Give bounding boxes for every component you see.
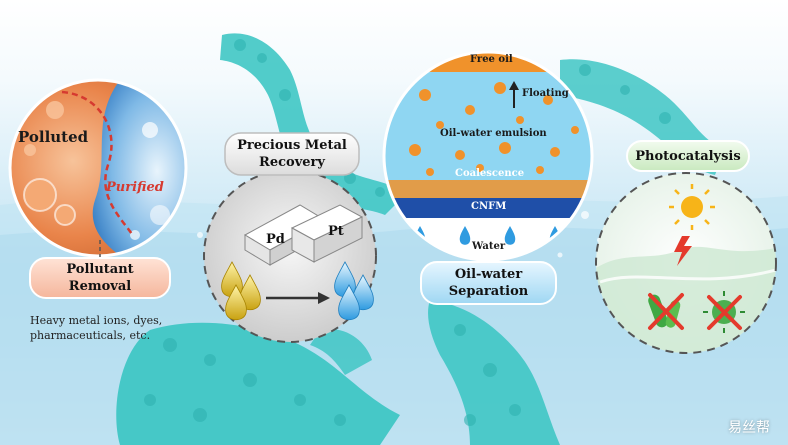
free-oil-label: Free oil xyxy=(470,54,513,65)
photocatalysis-title: Photocatalysis xyxy=(635,148,741,164)
pill-shapes xyxy=(29,132,750,305)
pollutant-title-line1: Pollutant xyxy=(66,262,134,277)
cross-mark-icon xyxy=(648,293,742,330)
polluted-label: Polluted xyxy=(18,128,89,146)
fiber-beads xyxy=(144,39,705,426)
arrow-right-icon xyxy=(266,292,330,304)
pt-label: Pt xyxy=(328,224,344,239)
precious-title-line2: Recovery xyxy=(259,155,325,170)
oilwater-title-line2: Separation xyxy=(448,284,529,299)
water-label: Water xyxy=(472,241,506,252)
gold-droplets-icon xyxy=(221,261,261,321)
photocatalysis-label: Photocatalysis xyxy=(627,141,749,171)
precious-title-line1: Precious Metal xyxy=(237,138,347,153)
oil-water-circle xyxy=(382,50,594,262)
water-droplets-icon xyxy=(334,261,374,321)
photocatalysis-circle xyxy=(595,172,777,354)
pollutant-title-line2: Removal xyxy=(68,279,132,294)
coalescence-label: Coalescence xyxy=(455,168,525,179)
cnfm-label: CNFM xyxy=(471,201,507,212)
emulsion-label: Oil-water emulsion xyxy=(440,128,547,139)
examples-line2: pharmaceuticals, etc. xyxy=(30,329,151,342)
floating-arrow-icon xyxy=(509,81,519,108)
precious-metal-label: Precious Metal Recovery xyxy=(225,133,359,175)
floating-label: Floating xyxy=(522,88,569,99)
precious-metal-circle xyxy=(203,169,377,343)
oilwater-title-line1: Oil-water xyxy=(454,267,523,282)
oil-water-separation-label: Oil-water Separation xyxy=(421,262,556,304)
lightning-icon xyxy=(674,236,692,266)
watermark: 易丝帮 xyxy=(728,420,770,436)
pollutant-removal-label: Pollutant Removal xyxy=(30,258,170,298)
purified-label: Purified xyxy=(106,180,164,195)
pt-ingot xyxy=(290,204,364,263)
pd-label: Pd xyxy=(266,232,285,247)
bacteria-rod-icon xyxy=(648,294,681,328)
pollutant-examples: Heavy metal ions, dyes, pharmaceuticals,… xyxy=(30,313,162,343)
examples-line1: Heavy metal ions, dyes, xyxy=(30,314,163,327)
sun-icon xyxy=(669,184,715,230)
